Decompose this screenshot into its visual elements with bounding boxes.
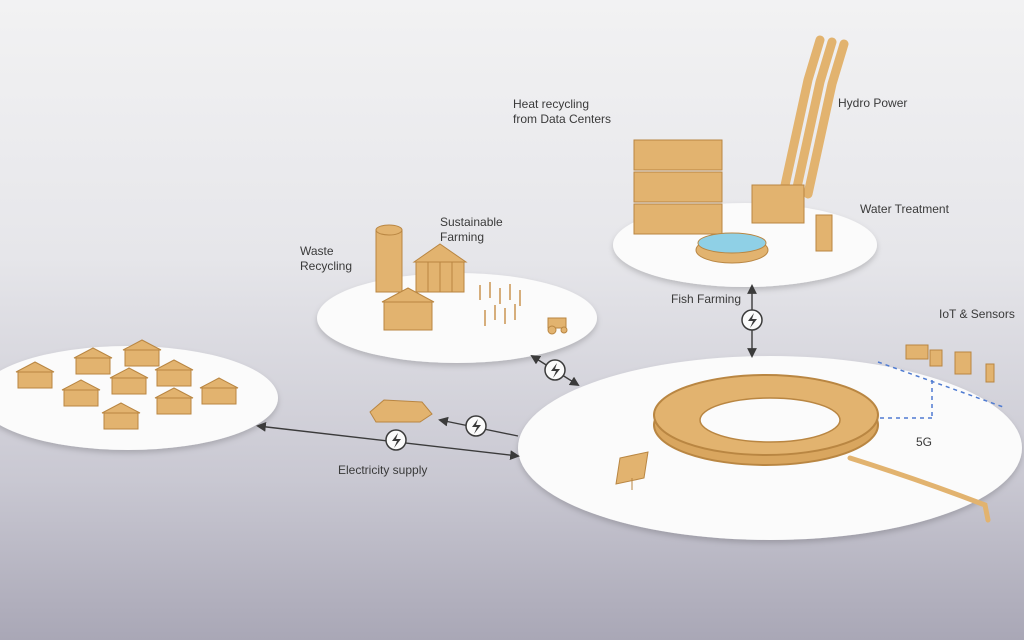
heat-recycling-label: Heat recycling from Data Centers (513, 97, 611, 127)
turbine-icon (751, 184, 805, 224)
house-icon (122, 339, 162, 367)
barn-icon (381, 287, 435, 331)
waste-recycling-line2: Recycling (300, 259, 353, 273)
electricity-supply-label: Electricity supply (338, 463, 428, 477)
fish-pond-icon (695, 232, 769, 264)
solar-panel-icon (615, 451, 649, 490)
waste-recycling-line1: Waste (300, 244, 334, 258)
5g-dashed-lines (877, 361, 1007, 419)
house-icon (154, 387, 194, 415)
house-icon (61, 379, 101, 407)
silo-icon (375, 224, 403, 293)
5g-label: 5G (916, 435, 933, 449)
house-icon (101, 402, 141, 430)
heat-recycling-line2: from Data Centers (513, 112, 612, 126)
house-icon (73, 347, 113, 375)
house-icon (154, 359, 194, 387)
greenhouse-icon (412, 243, 468, 293)
crops (479, 282, 521, 326)
lightning-bolt-icon (465, 415, 487, 437)
sustainable-farming-label: Sustainable Farming (440, 215, 503, 245)
fish-farming-label: Fish Farming (671, 292, 742, 306)
farming-platform (317, 273, 597, 363)
lightning-bolt-icon (741, 309, 763, 331)
residential-platform (0, 346, 278, 450)
house-icon (199, 377, 239, 405)
outflow-pipe (847, 455, 991, 523)
house-icon (109, 367, 149, 395)
data-center-icon (633, 139, 723, 235)
lightning-bolt-icon (385, 429, 407, 451)
sustainable-farming-line2: Farming (440, 230, 485, 244)
sustainable-farming-line1: Sustainable (440, 215, 503, 229)
battery-storage-icon (369, 399, 433, 423)
ring-campus-icon (653, 374, 879, 466)
hydro-pipes-icon (779, 35, 849, 199)
houses (15, 339, 239, 430)
water-treatment-label: Water Treatment (860, 202, 949, 216)
house-icon (15, 361, 55, 389)
iot-devices-icon (905, 344, 995, 383)
pump-icon (815, 214, 833, 252)
waste-recycling-label: Waste Recycling (300, 244, 352, 274)
heat-recycling-line1: Heat recycling (513, 97, 590, 111)
iot-sensors-label: IoT & Sensors (939, 307, 1015, 321)
tractor-icon (547, 317, 568, 335)
hydro-power-label: Hydro Power (838, 96, 908, 110)
lightning-bolt-icon (544, 359, 566, 381)
